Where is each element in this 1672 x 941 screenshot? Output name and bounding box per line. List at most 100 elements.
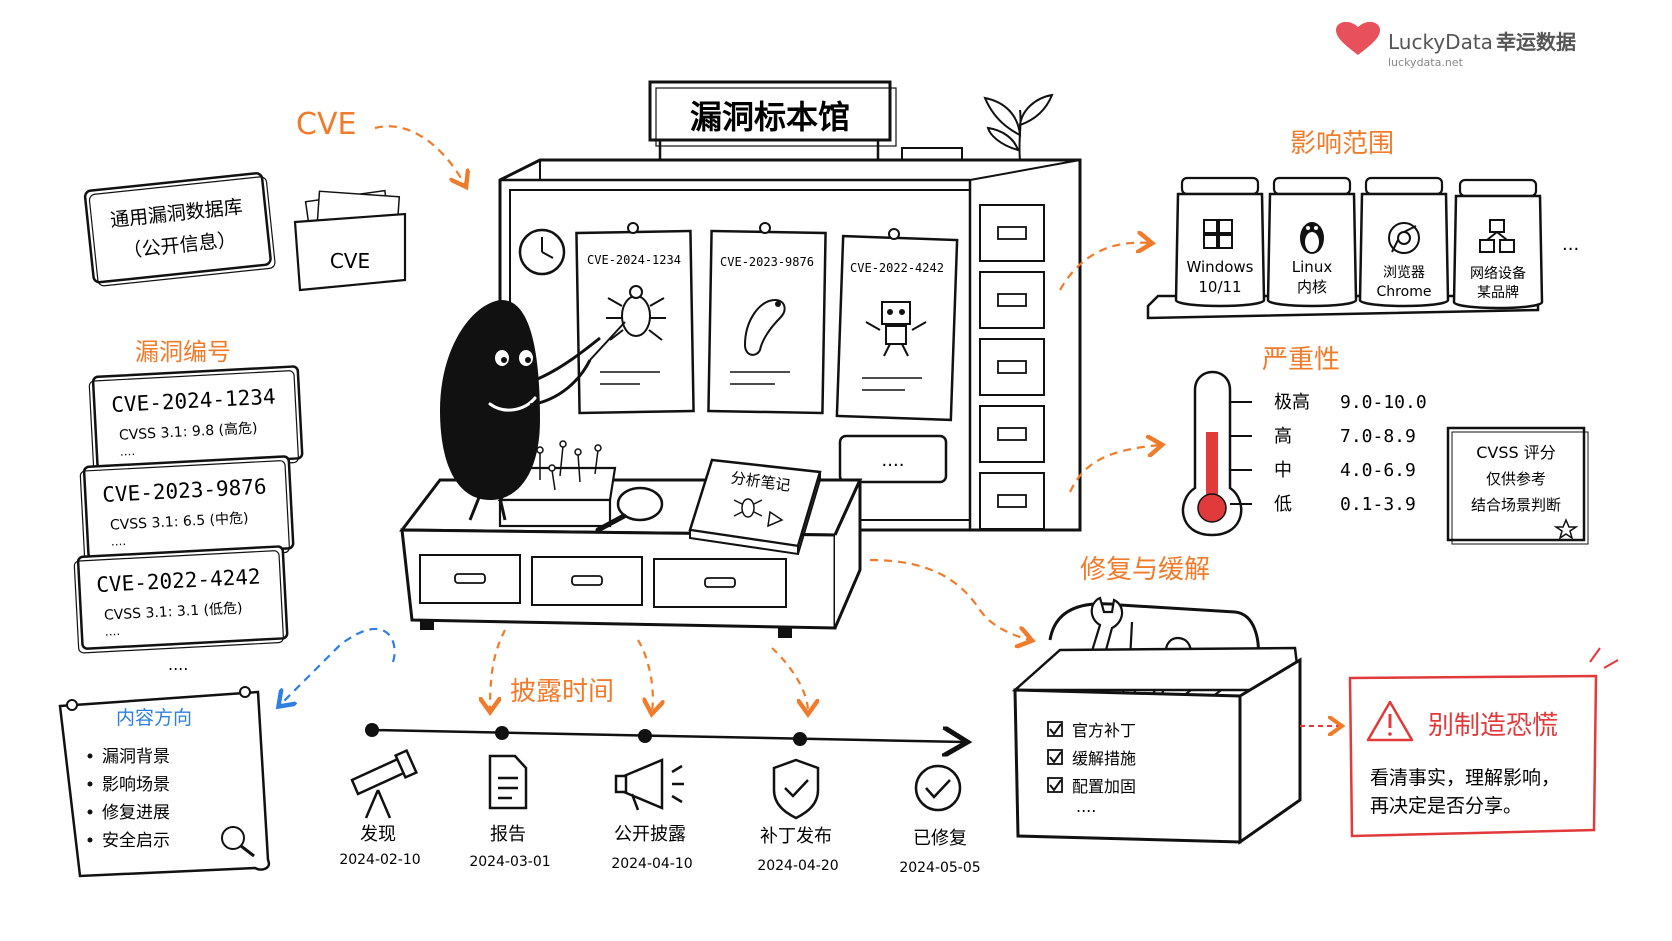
magnifying-glass-icon (595, 486, 664, 533)
drawer-column (979, 204, 1045, 530)
cvss-note: CVSS 评分 仅供参考 结合场景判断 (1446, 426, 1589, 545)
svg-text:内核: 内核 (1297, 278, 1327, 296)
fix-item: 缓解措施 (1072, 749, 1136, 768)
penguin-icon (1300, 222, 1324, 254)
jar-network-device: 网络设备 某品牌 (1452, 178, 1544, 310)
jar-linux: Linux 内核 (1266, 176, 1358, 308)
cve-file-box: CVE (293, 189, 407, 292)
svg-text:....: .... (882, 450, 905, 471)
cvss-score: CVSS 3.1: 6.5 (中危) (110, 510, 249, 533)
fix-mitigation: 修复与缓解 官方补丁 缓解措施 配置加固 .... (869, 555, 1340, 845)
brand-name-cn: 幸运数据 (1496, 30, 1576, 54)
content-item: 安全启示 (102, 831, 170, 851)
svg-text:网络设备: 网络设备 (1470, 265, 1526, 282)
severity-range: 9.0-10.0 (1340, 392, 1427, 413)
toolbox: 官方补丁 缓解措施 配置加固 .... (1011, 596, 1302, 845)
fix-item: 官方补丁 (1072, 721, 1136, 740)
svg-text:结合场景判断: 结合场景判断 (1471, 496, 1561, 514)
vuln-numbering: 漏洞编号 CVE-2024-1234 CVSS 3.1: 9.8 (高危) ..… (73, 338, 304, 674)
svg-text:CVSS 评分: CVSS 评分 (1476, 443, 1556, 462)
event-date: 2024-04-10 (611, 856, 692, 872)
bean-character (440, 299, 626, 521)
svg-text:仅供参考: 仅供参考 (1486, 470, 1546, 488)
magnifier-icon (221, 826, 255, 858)
document-icon (488, 754, 528, 810)
event-label: 公开披露 (614, 824, 686, 845)
content-title: 内容方向 (116, 707, 192, 729)
disclosure-timeline: 披露时间 (339, 629, 981, 876)
impact-more: ... (1562, 234, 1579, 255)
larva-icon (743, 298, 786, 356)
brand-logo: LuckyData 幸运数据 luckydata.net (1336, 21, 1576, 69)
cve-card-1: CVE-2024-1234 CVSS 3.1: 9.8 (高危) .... (88, 365, 304, 474)
content-item: 修复进展 (102, 803, 170, 823)
svg-text:....: .... (119, 444, 135, 459)
warning-line1: 看清事实，理解影响， (1370, 767, 1560, 789)
cve-card-3: CVE-2022-4242 CVSS 3.1: 3.1 (低危) .... (73, 545, 289, 654)
severity: 严重性 极高 9.0-10.0 高 7.0-8.9 中 4.0-6.9 低 0.… (1069, 345, 1589, 545)
brand-name-en: LuckyData (1388, 30, 1493, 54)
severity-range: 0.1-3.9 (1340, 494, 1416, 515)
network-device-icon (1479, 219, 1515, 253)
warning-triangle-icon (1366, 700, 1414, 742)
svg-text:Chrome: Chrome (1377, 284, 1432, 300)
severity-range: 4.0-6.9 (1340, 460, 1416, 481)
numbering-title: 漏洞编号 (135, 338, 231, 366)
content-item: 漏洞背景 (102, 747, 170, 767)
robot-bug-icon (865, 301, 927, 357)
svg-text:....: .... (110, 534, 126, 549)
warning-line2: 再决定是否分享。 (1370, 795, 1522, 817)
impact-range: 影响范围 Windows 10/11 Linux 内核 (1059, 129, 1579, 320)
impact-title: 影响范围 (1290, 129, 1394, 159)
cve-card-2: CVE-2023-9876 CVSS 3.1: 6.5 (中危) .... (79, 455, 295, 564)
museum-cabinet: 漏洞标本馆 (399, 80, 1082, 638)
cve-label: CVE (296, 107, 356, 142)
pin-cushion (497, 440, 617, 528)
jar-windows: Windows 10/11 (1174, 176, 1266, 308)
timeline-title: 披露时间 (510, 677, 614, 707)
severity-level: 中 (1274, 460, 1292, 481)
event-date: 2024-03-01 (469, 854, 550, 870)
svg-text:Linux: Linux (1292, 258, 1333, 276)
no-panic-warning: 别制造恐慌 看清事实，理解影响， 再决定是否分享。 (1348, 647, 1619, 838)
event-date: 2024-05-05 (899, 860, 980, 876)
beetle-icon (606, 285, 666, 341)
specimen-card-1: CVE-2024-1234 (575, 222, 695, 415)
svg-text:浏览器: 浏览器 (1383, 265, 1425, 281)
svg-text:CVE-2023-9876: CVE-2023-9876 (720, 255, 814, 269)
event-date: 2024-02-10 (339, 852, 420, 868)
fix-more: .... (1076, 797, 1096, 816)
shield-check-icon (772, 758, 820, 820)
content-direction-note: 内容方向 漏洞背景 影响场景 修复进展 安全启示 (58, 627, 396, 878)
more-cards-plaque: .... (838, 434, 948, 484)
windows-icon (1203, 219, 1233, 249)
megaphone-icon (614, 758, 684, 811)
svg-text:....: .... (104, 624, 120, 639)
fix-item: 配置加固 (1072, 777, 1136, 796)
severity-title: 严重性 (1262, 345, 1340, 375)
box-label: CVE (330, 249, 370, 273)
star-icon (1553, 518, 1579, 540)
analysis-notebook: 分析笔记 (688, 458, 822, 556)
jar-chrome: 浏览器 Chrome (1358, 176, 1450, 308)
severity-level: 极高 (1274, 392, 1310, 413)
svg-text:CVE-2024-1234: CVE-2024-1234 (587, 253, 681, 267)
check-circle-icon (914, 764, 962, 812)
content-item: 影响场景 (102, 775, 170, 795)
svg-text:Windows: Windows (1187, 258, 1254, 276)
svg-text:10/11: 10/11 (1198, 278, 1241, 296)
warning-title: 别制造恐慌 (1428, 711, 1558, 741)
svg-text:某品牌: 某品牌 (1477, 284, 1519, 301)
cve-database: CVE 通用漏洞数据库 （公开信息） CVE (83, 107, 465, 292)
svg-text:CVE-2022-4242: CVE-2022-4242 (850, 261, 944, 275)
event-label: 报告 (490, 824, 526, 845)
event-label: 补丁发布 (760, 826, 832, 847)
heart-icon (1336, 21, 1380, 55)
telescope-icon (350, 748, 419, 819)
cvss-score: CVSS 3.1: 3.1 (低危) (104, 600, 243, 623)
brand-url: luckydata.net (1388, 56, 1464, 69)
fix-title: 修复与缓解 (1080, 555, 1210, 585)
bug-icon (733, 498, 763, 518)
